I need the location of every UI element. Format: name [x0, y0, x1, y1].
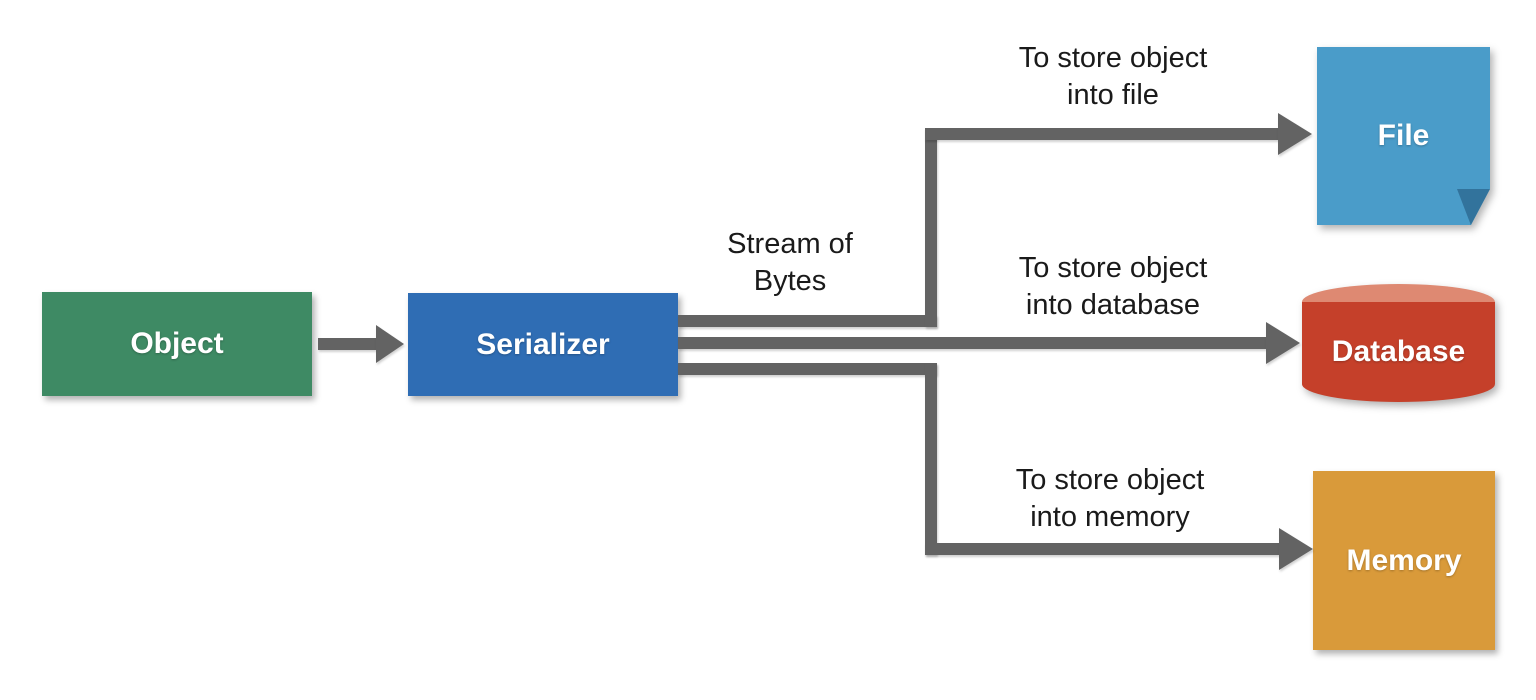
to-store-into-memory-line1: To store object	[1015, 464, 1205, 496]
edge-serializer-to-file-segment-vertical	[925, 128, 937, 327]
edge-object-to-serializer-arrowhead-icon	[376, 325, 404, 363]
memory-node: Memory	[1313, 471, 1495, 650]
serializer-node-label: Serializer	[476, 327, 610, 361]
edge-serializer-to-memory-arrowhead-icon	[1279, 528, 1313, 570]
edge-serializer-to-database-shaft	[678, 337, 1266, 349]
file-node: File	[1317, 47, 1490, 225]
object-node-label: Object	[130, 327, 224, 360]
to-store-into-memory-label: To store object into memory	[960, 462, 1260, 536]
serializer-node: Serializer	[408, 293, 678, 396]
object-node: Object	[42, 292, 312, 396]
database-node-label: Database	[1331, 335, 1466, 368]
file-node-label: File	[1377, 119, 1430, 152]
file-note-icon: File	[1317, 47, 1490, 225]
edge-serializer-to-database-arrowhead-icon	[1266, 322, 1300, 364]
edge-serializer-to-file-arrowhead-icon	[1278, 113, 1312, 155]
to-store-into-file-line2: into file	[1067, 79, 1159, 111]
stream-of-bytes-line1: Stream of	[727, 228, 853, 260]
stream-of-bytes-line2: Bytes	[753, 265, 827, 297]
edge-serializer-to-file-segment-horizontal	[678, 315, 937, 327]
edge-serializer-to-memory-segment-bottom	[925, 543, 1279, 555]
to-store-into-database-label: To store object into database	[963, 250, 1263, 324]
database-cylinder-body-icon: Database	[1302, 302, 1495, 402]
edge-serializer-to-file-segment-top	[925, 128, 1278, 140]
to-store-into-database-line1: To store object	[1018, 252, 1208, 284]
to-store-into-database-line2: into database	[1025, 289, 1201, 321]
edge-serializer-to-memory-segment-vertical	[925, 363, 937, 555]
edge-serializer-to-memory-segment-horizontal	[678, 363, 937, 375]
to-store-into-file-label: To store object into file	[963, 40, 1263, 114]
database-node: Database	[1302, 284, 1495, 402]
edge-object-to-serializer-shaft	[318, 338, 376, 350]
to-store-into-memory-line2: into memory	[1030, 501, 1190, 533]
to-store-into-file-line1: To store object	[1018, 42, 1208, 74]
memory-node-label: Memory	[1346, 543, 1462, 577]
stream-of-bytes-label: Stream of Bytes	[665, 226, 915, 300]
